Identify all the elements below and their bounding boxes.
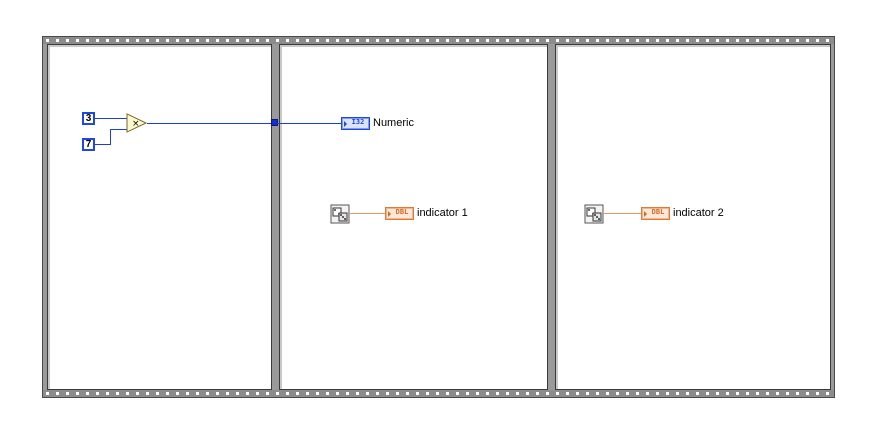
svg-text:×: × <box>132 119 140 129</box>
sequence-frame-1[interactable] <box>47 44 272 390</box>
indicator-type-label: I32 <box>351 118 365 126</box>
wire-const7-to-multiply[interactable] <box>110 129 127 130</box>
indicator-type-label: DBL <box>651 208 665 216</box>
indicator-arrow-icon <box>644 211 647 217</box>
wire-random-to-indicator-1[interactable] <box>350 213 385 214</box>
numeric-indicator-terminal[interactable]: I32 <box>341 117 370 130</box>
sequence-film-border-bottom <box>43 390 834 397</box>
sequence-film-border-top <box>43 37 834 44</box>
wire-const3-to-multiply[interactable] <box>95 118 127 119</box>
numeric-constant-3[interactable]: 3 <box>82 112 95 125</box>
indicator-1-label[interactable]: indicator 1 <box>417 207 468 219</box>
numeric-indicator-label[interactable]: Numeric <box>373 117 414 129</box>
wire-to-numeric-indicator[interactable] <box>277 123 341 124</box>
numeric-constant-7[interactable]: 7 <box>82 138 95 151</box>
indicator-2-terminal[interactable]: DBL <box>641 207 670 220</box>
wire-const7-segment[interactable] <box>95 144 110 145</box>
wire-random-to-indicator-2[interactable] <box>604 213 641 214</box>
random-number-dice-icon[interactable] <box>584 204 604 224</box>
indicator-arrow-icon <box>388 211 391 217</box>
indicator-type-label: DBL <box>395 208 409 216</box>
indicator-2-label[interactable]: indicator 2 <box>673 207 724 219</box>
indicator-arrow-icon <box>344 121 347 127</box>
indicator-1-terminal[interactable]: DBL <box>385 207 414 220</box>
multiply-function-icon[interactable]: × <box>126 113 148 133</box>
wire-const7-vertical[interactable] <box>110 129 111 145</box>
random-number-dice-icon[interactable] <box>330 204 350 224</box>
sequence-tunnel[interactable] <box>271 119 278 126</box>
wire-multiply-output[interactable] <box>147 123 272 124</box>
